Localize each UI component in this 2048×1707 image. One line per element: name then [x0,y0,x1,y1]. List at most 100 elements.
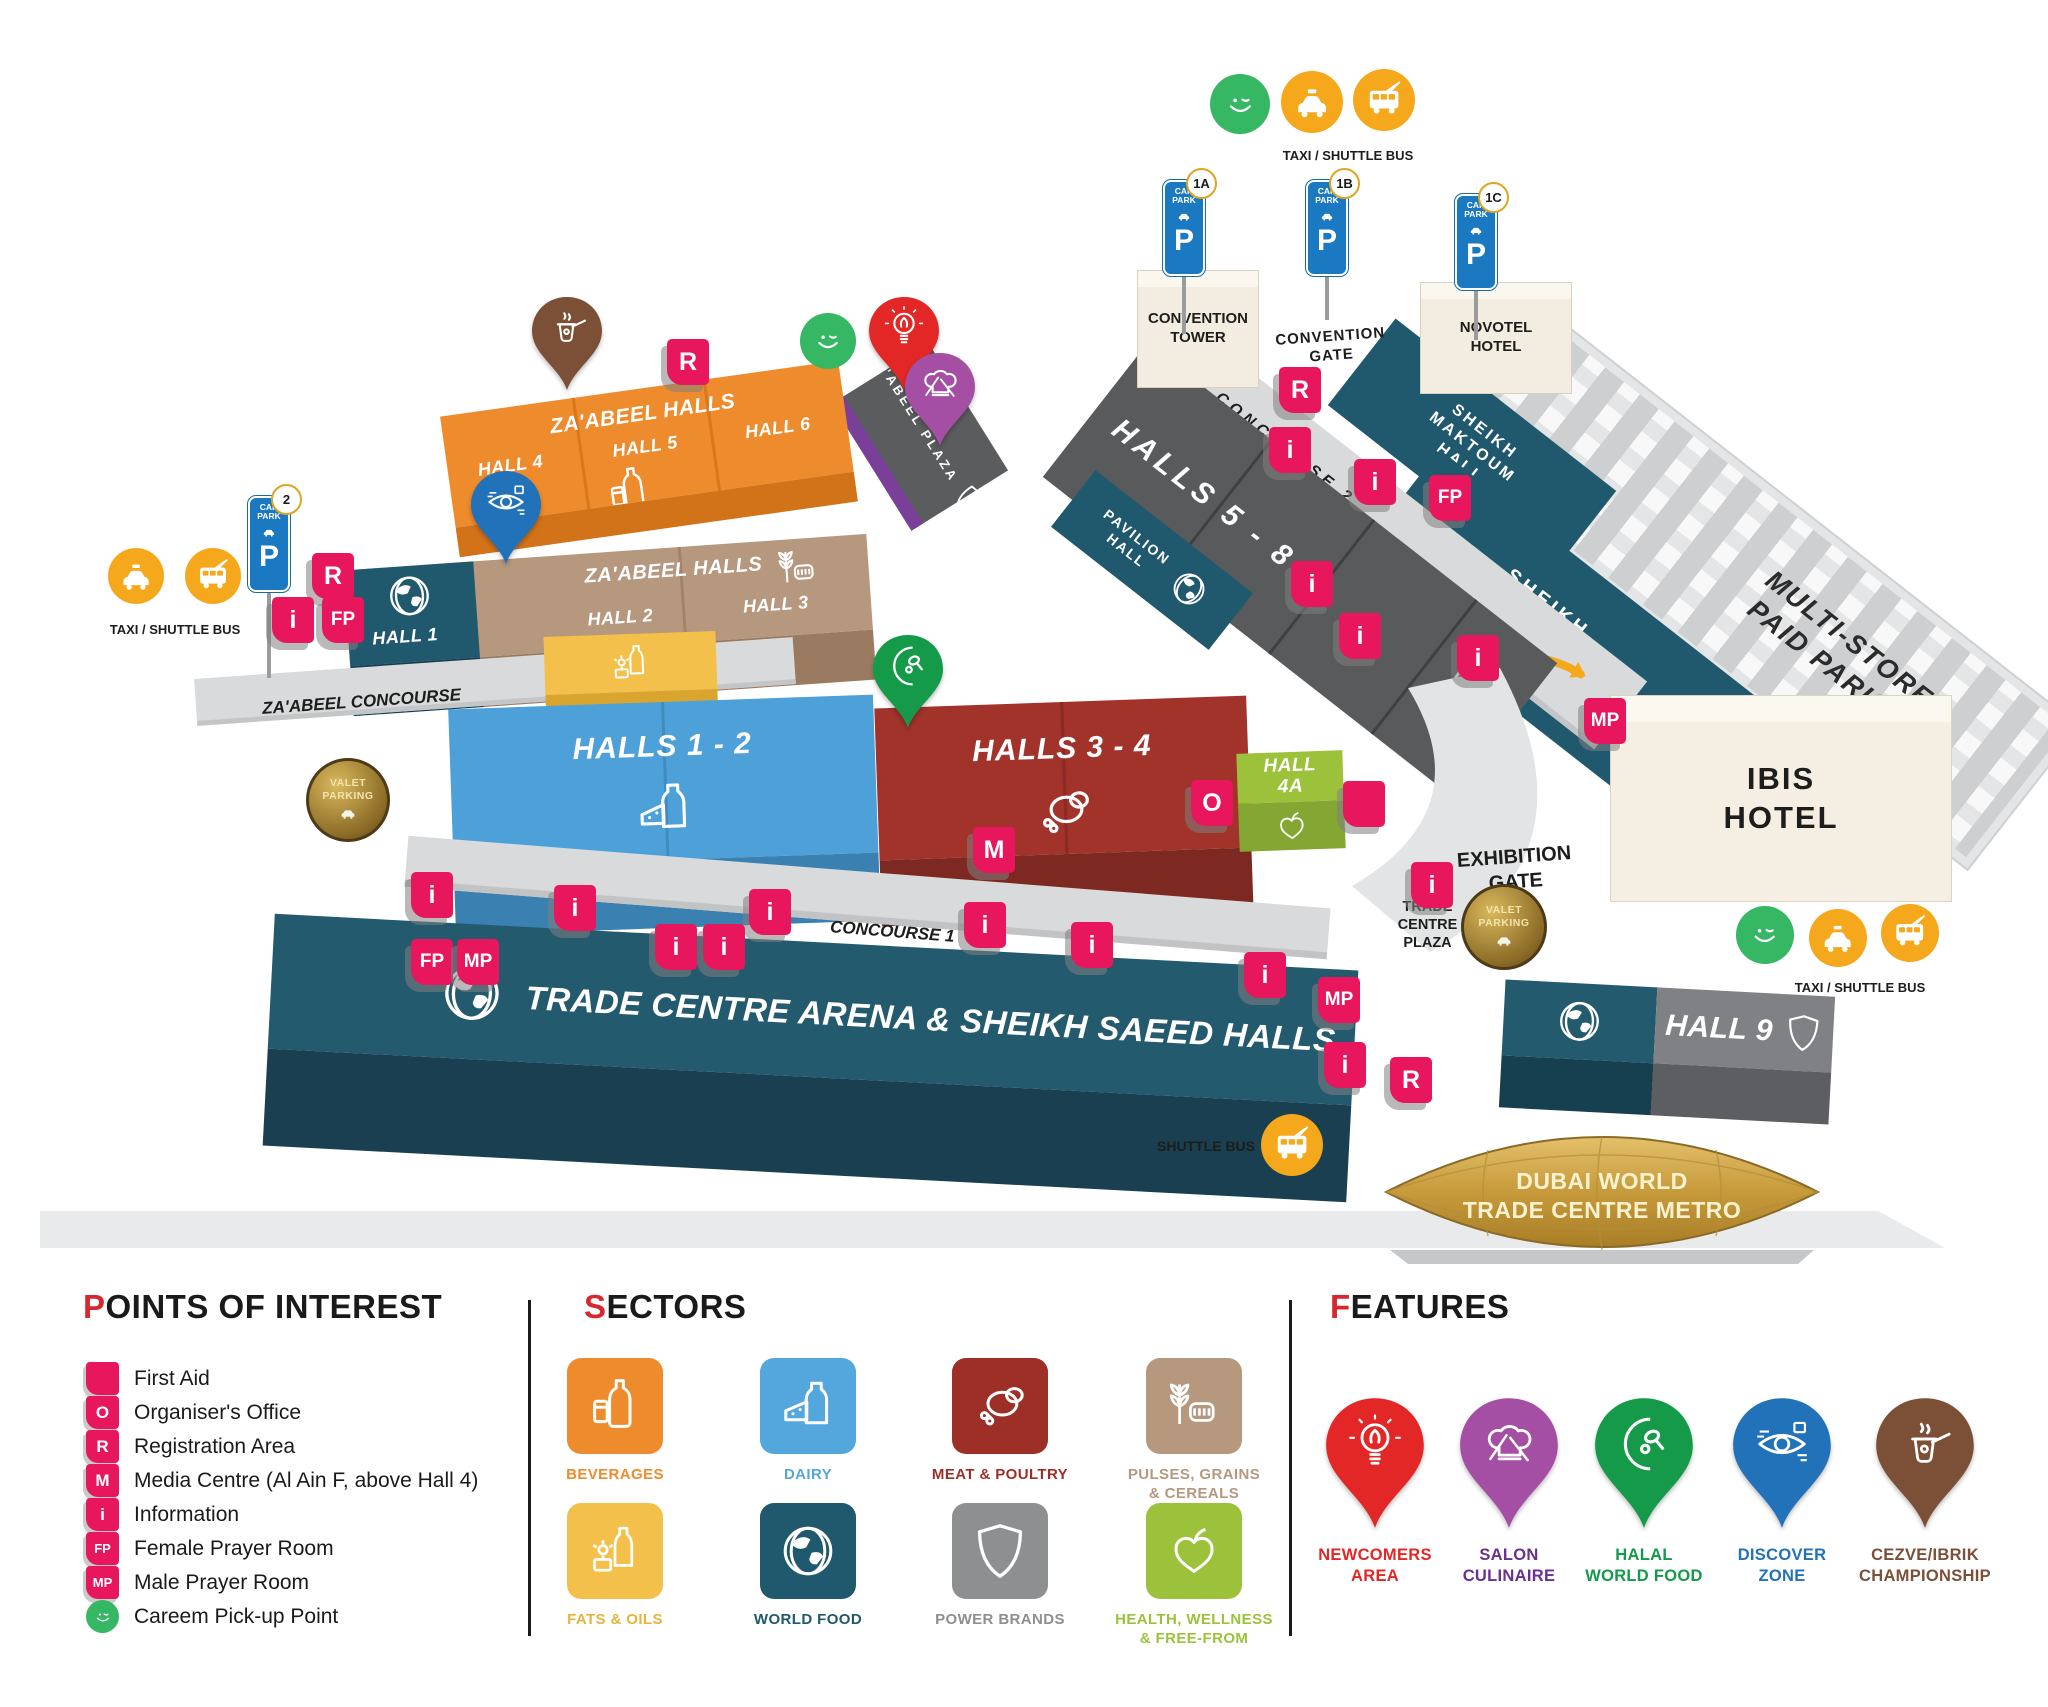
apple-heart-icon [1279,811,1304,840]
sector-fats-label: FATS & OILS [567,1611,663,1628]
shield-icon [1787,1014,1819,1052]
features-title: FEATURES [1330,1288,1510,1325]
female-prayer-marker: FP [1429,475,1471,521]
fp-badge: FP [86,1532,119,1565]
legend-divider [528,1300,531,1636]
information-marker: i [1269,427,1311,473]
poi-organisers-office: O Organiser's Office [86,1396,301,1429]
hall-6-label: HALL 6 [743,413,812,443]
hall-top-face: HALLS 1 - 2 [448,694,879,868]
hall-1-label: HALL 1 [371,624,439,649]
feature-cezve-label: CEZVE/IBRIK CHAMPIONSHIP [1859,1546,1991,1585]
valet-parking-badge: VALET PARKING [1461,884,1547,970]
registration-marker: R [667,339,709,385]
sign-pole [1325,276,1329,320]
information-marker: i [1354,459,1396,505]
car-icon [341,809,355,819]
beverages-icon [593,1379,632,1428]
cezve-icon [1911,1422,1951,1463]
parking-p: P [1173,223,1194,257]
registration-marker: R [1390,1057,1432,1103]
sector-world-food [760,1503,856,1599]
hall-1-block: HALL 1 [343,561,480,667]
registration-marker: R [312,553,354,599]
novotel-hotel-building: NOVOTEL HOTEL [1420,282,1572,394]
organisers-office-marker: O [1191,780,1233,826]
mp-badge: MP [86,1566,119,1599]
sign-pole [1474,290,1478,340]
hall-top-face [543,631,718,695]
car-park-1b-sign: CAR PARK P 1B [1306,168,1360,320]
car-park-badge-1c: 1C [1478,182,1509,213]
m-badge: M [86,1464,119,1497]
salon-culinaire-pin [902,350,978,448]
careem-pickup-icon [1736,906,1794,964]
information-marker: i [964,902,1006,948]
poi-information: i Information [86,1498,239,1531]
sector-dairy-label: DAIRY [783,1466,833,1483]
taxi-shuttle-label: TAXI / SHUTTLE BUS [1794,980,1926,995]
car-icon [1470,227,1482,235]
parking-p: P [1316,223,1337,257]
hall-9-label: HALL 9 [1664,1008,1774,1048]
shuttle-bus-icon [1881,904,1939,962]
dairy-icon [638,783,686,829]
metro-station: DUBAI WORLD TRADE CENTRE METRO [1378,1128,1826,1268]
information-marker: i [1339,613,1381,659]
hall-9-power-brands-part: HALL 9 [1653,987,1836,1073]
valet-parking-badge: VALET PARKING [306,758,390,842]
shuttle-bus-icon [1261,1114,1323,1176]
information-marker: i [554,885,596,931]
exhibition-road [1352,668,1538,952]
cezve-ibrik-pin [529,294,605,392]
information-marker: i [703,924,745,970]
poi-male-prayer: MP Male Prayer Room [86,1566,309,1599]
car-park-2-sign: CAR PARK P 2 [248,484,302,678]
convention-tower-label: CONVENTION TOWER [1147,310,1248,346]
sector-beverages-label: BEVERAGES [566,1466,664,1483]
female-prayer-marker: FP [322,597,364,643]
car-icon [1178,213,1190,221]
hall-5-label: HALL 5 [611,431,679,461]
hall-3-label: HALL 3 [742,592,810,617]
novotel-hotel-label: NOVOTEL HOTEL [1459,319,1533,355]
car-icon [263,529,275,537]
registration-marker: R [1279,367,1321,413]
sector-power-brands [952,1503,1048,1599]
sector-world-food-label: WORLD FOOD [753,1611,863,1628]
poi-female-prayer: FP Female Prayer Room [86,1532,334,1565]
hall-2-label: HALL 2 [586,604,654,630]
sign-pole [267,592,271,678]
sector-health-label: HEALTH, WELLNESS & FREE-FROM [1115,1611,1273,1647]
information-marker: i [655,924,697,970]
r-badge: R [86,1430,119,1463]
information-marker: i [1457,635,1499,681]
car-park-title: CAR PARK [1464,200,1488,220]
shuttle-bus-icon [185,548,241,604]
poi-media-centre: M Media Centre (Al Ain F, above Hall 4) [86,1464,478,1497]
feature-newcomers-label: NEWCOMERS AREA [1318,1546,1432,1585]
hall-4a-label: HALL 4A [1263,754,1317,798]
taxi-icon [1281,71,1343,133]
metro-shape [1383,1135,1821,1264]
i-badge: i [86,1498,119,1531]
information-marker: i [272,597,314,643]
discover-eye-icon [1755,1421,1809,1462]
zaabeel-upper-title: ZA'ABEEL HALLS [548,389,737,439]
valet-parking-label: VALET PARKING [1478,904,1530,929]
metro-label: DUBAI WORLD TRADE CENTRE METRO [1462,1167,1742,1223]
car-park-1a-sign: CAR PARK P 1A [1163,168,1217,334]
shuttle-bus-label: SHUTTLE BUS [1157,1138,1255,1154]
sector-grains [1146,1358,1242,1454]
halls-1-2-label: HALLS 1 - 2 [571,726,753,767]
globe-icon [388,575,431,617]
information-marker: i [1411,862,1453,908]
information-marker: i [1324,1042,1366,1088]
male-prayer-marker: MP [1584,698,1626,744]
feature-discover-label: DISCOVER ZONE [1737,1546,1827,1585]
chef-hat-icon [924,369,957,397]
fats-oils-icon [613,644,645,679]
sign-pole [1182,276,1186,334]
media-centre-marker: M [973,827,1015,873]
dairy-icon [784,1381,829,1425]
